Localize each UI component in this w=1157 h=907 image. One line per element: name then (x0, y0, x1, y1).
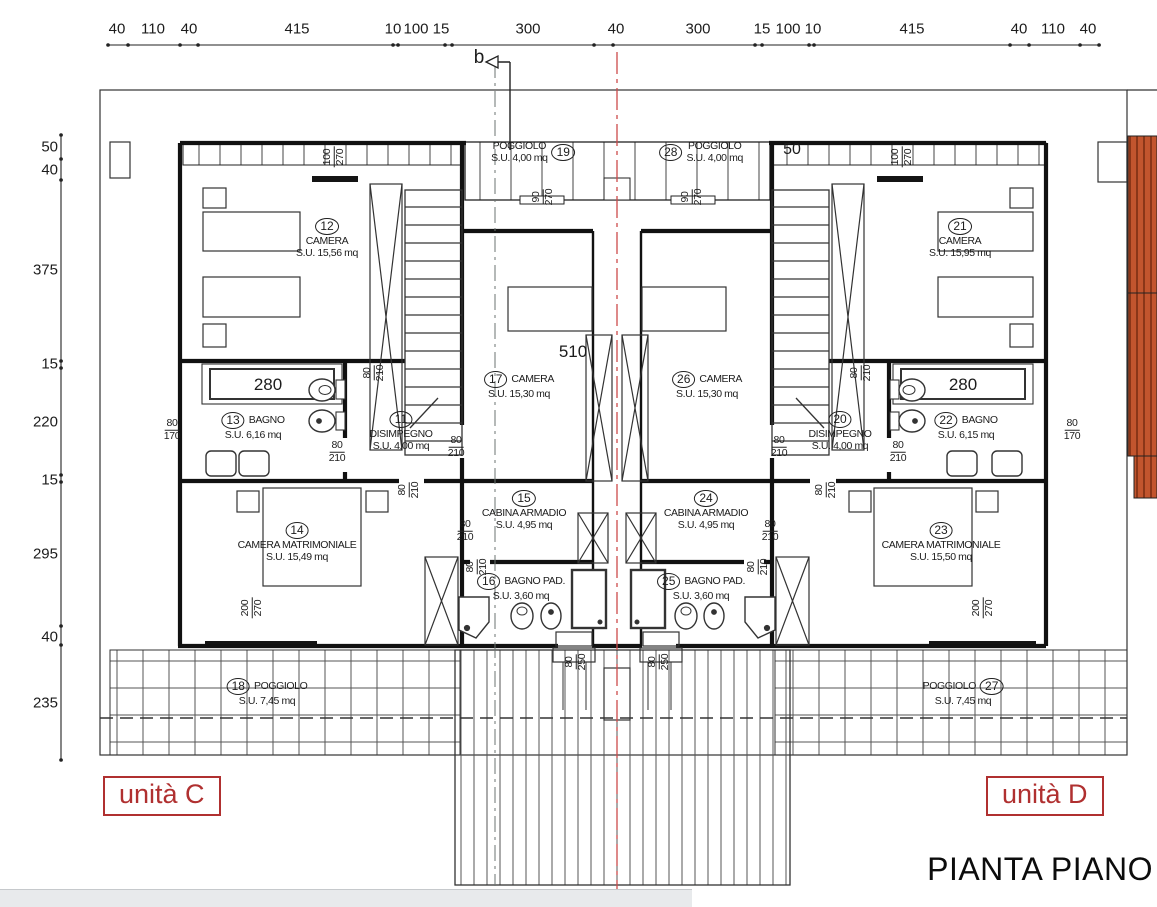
bath-fixtures (201, 363, 1034, 639)
tub-dimension-right: 280 (948, 375, 978, 394)
ruler-top-label: 100 (403, 20, 429, 38)
ruler-left-label: 40 (41, 628, 58, 646)
room-label-camera-12: 12 CAMERA S.U. 15,56 mq (296, 218, 358, 260)
ruler-left-label: 40 (41, 161, 58, 179)
ruler-top-label: 415 (284, 20, 310, 38)
ruler-top-label: 100 (775, 20, 801, 38)
ruler-top-label: 15 (753, 20, 771, 38)
unit-c-label: unità C (103, 776, 221, 816)
room-label-camera-matrimoniale-14: 14 CAMERA MATRIMONIALE S.U. 15,49 mq (237, 522, 357, 564)
ruler-left-label: 50 (41, 138, 58, 156)
ruler-left-label: 15 (41, 355, 58, 373)
stairs (404, 189, 830, 456)
room-label-cabina-armadio-24: 24 CABINA ARMADIO S.U. 4,95 mq (663, 490, 749, 532)
unit-d-label: unità D (986, 776, 1104, 816)
ruler-top-label: 40 (1079, 20, 1097, 38)
dimension-510: 510 (558, 342, 588, 361)
ruler-left-label: 235 (32, 694, 58, 712)
room-label-camera-matrimoniale-23: 23 CAMERA MATRIMONIALE S.U. 15,50 mq (881, 522, 1001, 564)
ruler-top-label: 10 (384, 20, 402, 38)
ruler-top-label: 40 (607, 20, 625, 38)
wardrobes (369, 183, 865, 646)
room-label-disimpegno-20: 20 DISIMPEGNO S.U. 4,00 mq (808, 411, 872, 453)
brick-wall-section (1127, 135, 1157, 499)
ruler-top-label: 15 (432, 20, 450, 38)
tub-dimension-left: 280 (253, 375, 283, 394)
section-marker-b: b (473, 47, 485, 68)
ruler-top-label: 300 (685, 20, 711, 38)
ruler-top-label: 40 (1010, 20, 1028, 38)
ruler-left-label: 220 (32, 413, 58, 431)
ruler-left-label: 375 (32, 261, 58, 279)
ruler-left-label: 15 (41, 471, 58, 489)
ruler-lines (59, 43, 1101, 762)
drawing-title: PIANTA PIANO (927, 851, 1153, 887)
top-hatch-bands (182, 141, 1047, 205)
balconies (100, 649, 1128, 886)
section-arrow-icon (484, 54, 499, 70)
section-line-b (484, 54, 511, 886)
dimension-50: 50 (783, 141, 801, 158)
room-label-poggiolo-19: POGGIOLO S.U. 4,00 mq 19 (491, 140, 575, 165)
room-label-camera-21: 21 CAMERA S.U. 15,95 mq (929, 218, 991, 260)
ruler-top-label: 300 (515, 20, 541, 38)
ruler-top-label: 40 (108, 20, 126, 38)
room-label-disimpegno-11: 11 DISIMPEGNO S.U. 4,00 mq (369, 411, 433, 453)
ruler-top-label: 10 (804, 20, 822, 38)
ruler-top-label: 415 (899, 20, 925, 38)
ruler-top-label: 110 (141, 20, 165, 38)
horizontal-scrollbar[interactable] (0, 889, 692, 907)
furniture (202, 187, 1034, 710)
ruler-top-label: 110 (1041, 20, 1065, 38)
room-label-poggiolo-28: 28 POGGIOLO S.U. 4,00 mq (659, 140, 743, 165)
room-label-cabina-armadio-15: 15 CABINA ARMADIO S.U. 4,95 mq (481, 490, 567, 532)
ruler-top-label: 40 (180, 20, 198, 38)
ruler-left-label: 295 (32, 545, 58, 563)
